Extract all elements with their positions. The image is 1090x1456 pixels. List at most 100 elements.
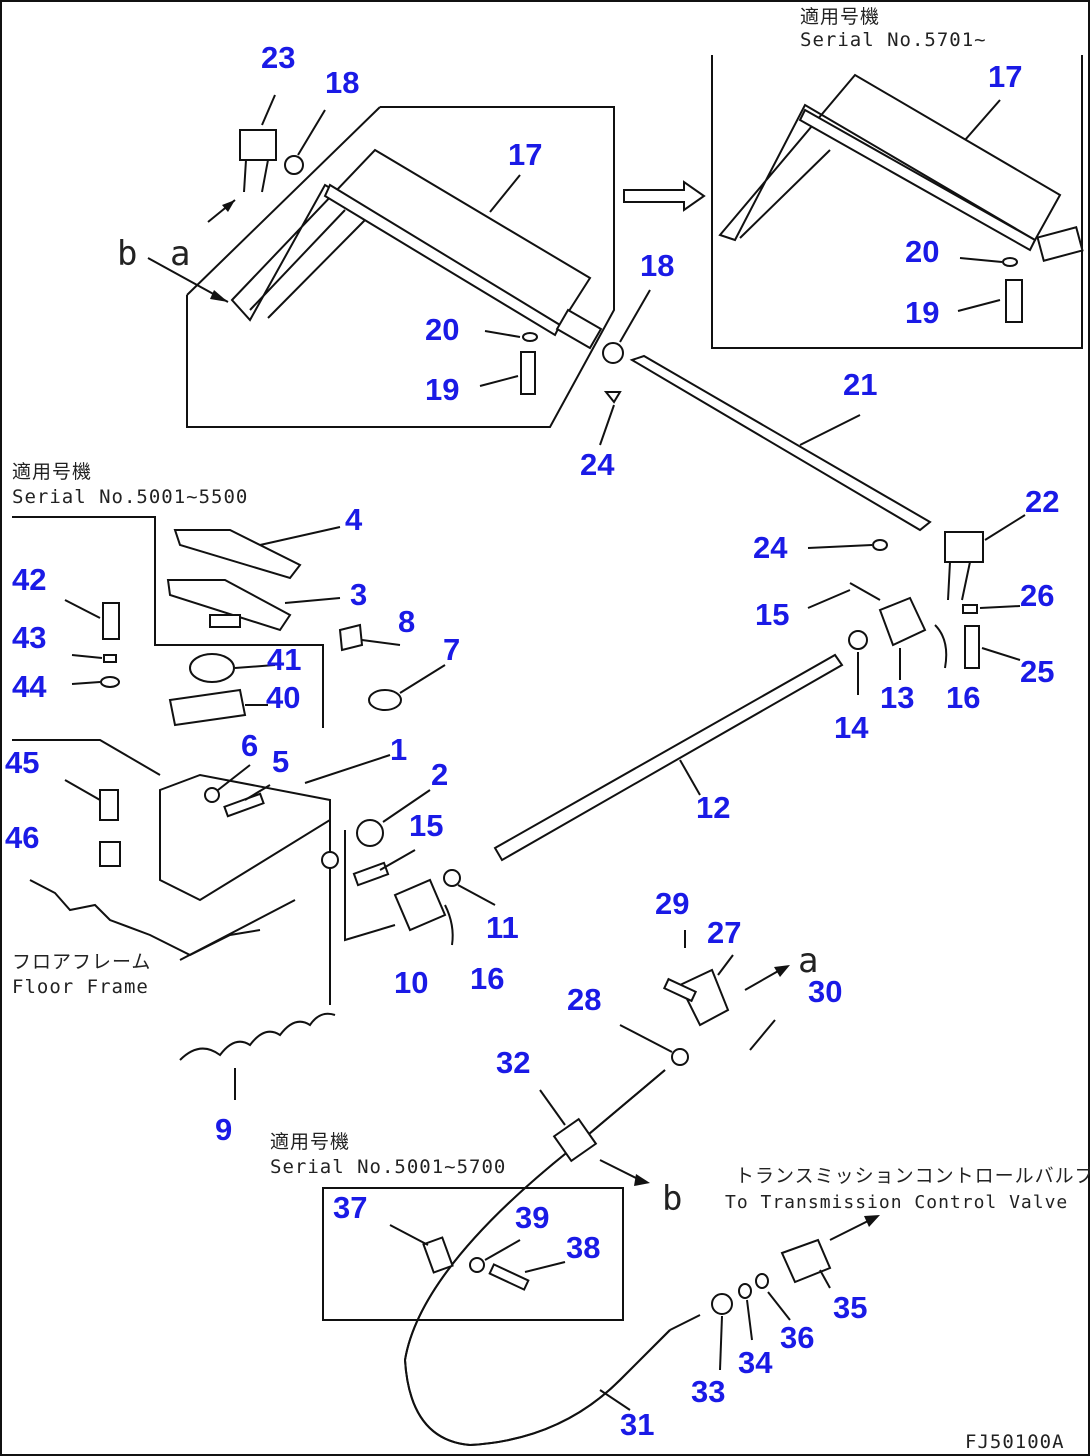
part-number: 11 [486, 910, 519, 945]
washer-20-new [1002, 257, 1018, 267]
part-number: 6 [241, 728, 258, 763]
part-number: 26 [1020, 578, 1054, 613]
part-number: 7 [443, 632, 460, 667]
part-number: 13 [880, 680, 914, 715]
letter-b-bottom: b [662, 1179, 683, 1219]
part-number: 30 [808, 974, 842, 1009]
bolt-42 [102, 602, 120, 640]
part-number: 36 [780, 1320, 814, 1355]
serial-bottom-en: Serial No.5001~5700 [270, 1156, 506, 1178]
part-number: 24 [580, 447, 615, 482]
clevis-23 [239, 129, 277, 193]
washer-44 [100, 676, 120, 688]
washer-20 [522, 332, 538, 342]
bracket-17-new [718, 73, 1084, 262]
frame-diag [186, 106, 381, 296]
rod-12 [493, 653, 844, 862]
arrow-a-head [222, 200, 235, 212]
pin-5 [223, 792, 265, 818]
nut-36 [755, 1273, 769, 1289]
arrow-b2 [599, 1159, 641, 1181]
washer-39 [469, 1257, 485, 1273]
drawing-code: FJ50100A [965, 1431, 1065, 1453]
nut-26 [962, 604, 978, 614]
part-number: 24 [753, 530, 788, 565]
serial-left-jp: 適用号機 [12, 461, 92, 483]
arrow-trans [829, 1219, 871, 1241]
floor-leader [179, 899, 296, 961]
bolt-19 [520, 351, 536, 395]
nut-43 [103, 654, 117, 663]
arrow-b-head [210, 290, 228, 302]
part-number: 32 [496, 1045, 530, 1080]
part-number: 20 [905, 234, 939, 269]
part-number: 19 [905, 295, 939, 330]
shaft-21 [629, 354, 932, 532]
part-number: 10 [394, 965, 428, 1000]
left-frame-top [12, 516, 324, 728]
arrow-b2-head [634, 1174, 650, 1186]
part-number: 45 [5, 745, 39, 780]
serial-top-en: Serial No.5701~ [800, 29, 987, 51]
part-number: 27 [707, 915, 741, 950]
part-number: 20 [425, 312, 459, 347]
part-number: 38 [566, 1230, 600, 1265]
serial-left-en: Serial No.5001~5500 [12, 486, 248, 508]
part-number: 43 [12, 620, 46, 655]
nut-11 [443, 869, 461, 887]
left-frame-mid [12, 739, 161, 776]
transmission-en: To Transmission Control Valve [725, 1192, 1068, 1213]
bolt-38 [488, 1263, 530, 1291]
yoke-27 [678, 968, 730, 1027]
part-number: 37 [333, 1190, 367, 1225]
yoke-10 [393, 878, 447, 932]
bolt-19-new [1005, 279, 1023, 323]
part-number: 2 [431, 757, 448, 792]
bracket-17 [230, 148, 603, 350]
seal-8 [338, 623, 364, 652]
yoke-35 [780, 1238, 832, 1284]
cotter-16b [444, 904, 454, 946]
lever-1 [159, 773, 339, 1005]
part-number: 25 [1020, 654, 1054, 689]
part-number: 19 [425, 372, 459, 407]
letter-b-top: b [117, 234, 138, 274]
letter-a-top: a [170, 234, 191, 274]
nut-14 [848, 630, 868, 650]
bottom-frame [322, 1187, 624, 1321]
part-number: 3 [350, 577, 367, 612]
part-number: 42 [12, 562, 46, 597]
part-number: 16 [946, 680, 980, 715]
yoke-13 [878, 596, 927, 647]
part-number: 21 [843, 367, 877, 402]
key-24 [603, 391, 622, 404]
part-number: 15 [409, 808, 443, 843]
lever-bracket-line [344, 830, 396, 942]
floor-frame-line [29, 879, 261, 957]
pedal-pad-4 [173, 529, 302, 580]
part-number: 18 [325, 65, 359, 100]
clamp-32 [552, 1117, 598, 1163]
part-number: 12 [696, 790, 730, 825]
part-number: 22 [1025, 484, 1059, 519]
part-number: 23 [261, 40, 295, 75]
cotter-16a [934, 624, 948, 669]
top-left-frame [186, 106, 615, 428]
serial-bottom-jp: 適用号機 [270, 1131, 350, 1153]
pin-15a [849, 582, 881, 601]
washer-6 [204, 787, 220, 803]
bolt-45 [99, 789, 119, 821]
bushing-18 [602, 342, 624, 364]
part-number: 34 [738, 1345, 773, 1380]
part-number: 14 [834, 710, 869, 745]
part-number: 46 [5, 820, 39, 855]
cover-41 [189, 653, 235, 683]
plate-40 [168, 688, 247, 727]
part-number: 39 [515, 1200, 549, 1235]
arrow-a2 [744, 969, 781, 991]
arrow-trans-head [864, 1215, 880, 1227]
boot-7 [368, 689, 402, 711]
serial-top-jp: 適用号機 [800, 6, 880, 28]
